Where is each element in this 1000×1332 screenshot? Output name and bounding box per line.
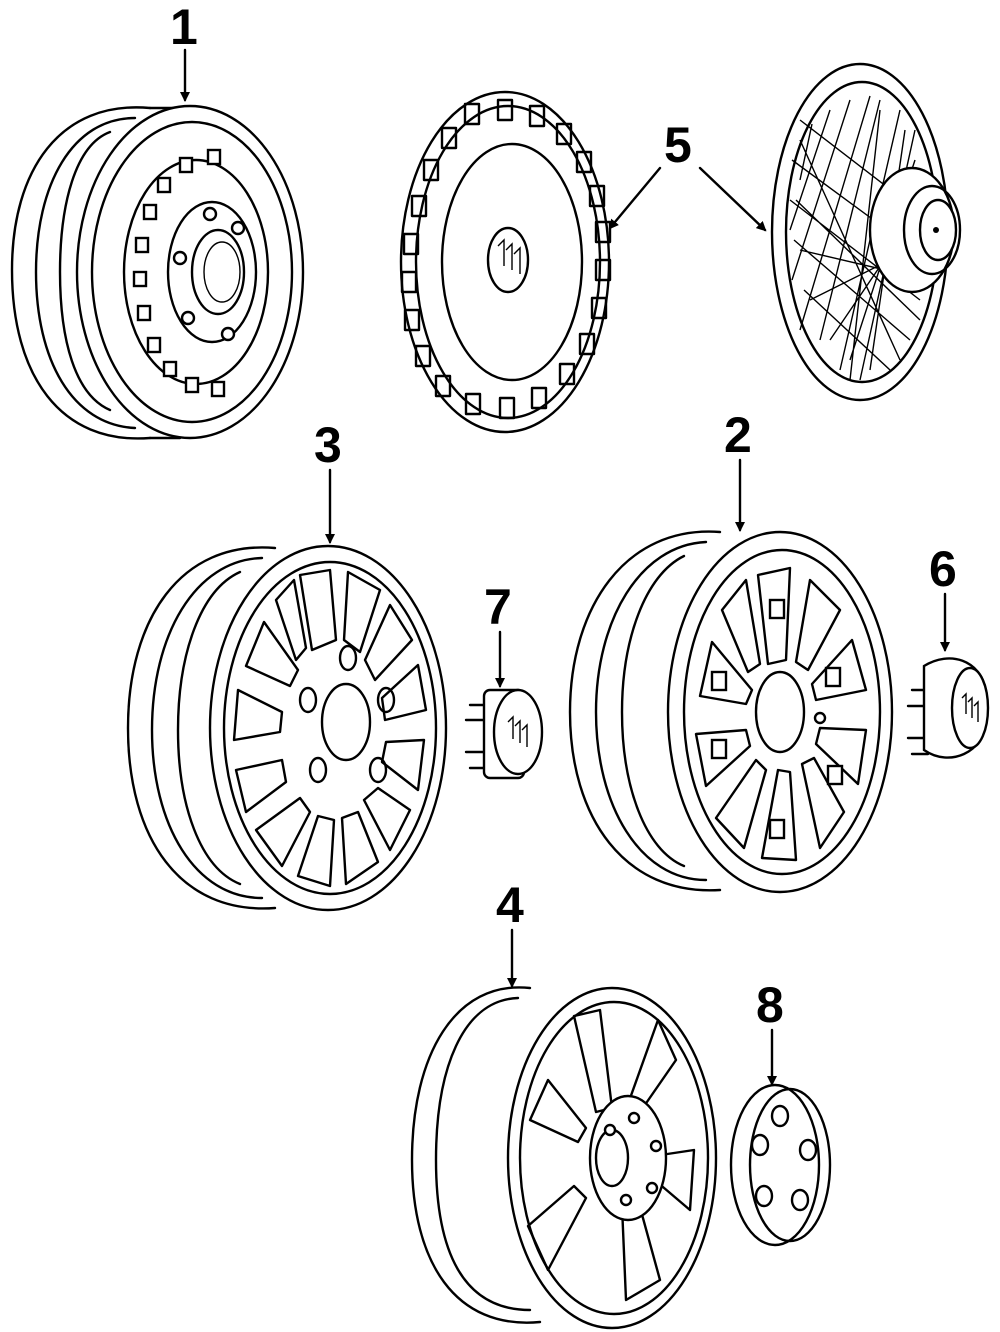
callout-8: 8 bbox=[756, 977, 784, 1033]
lattice-openings bbox=[232, 568, 428, 888]
wheel-cover-wire[interactable] bbox=[770, 62, 962, 402]
callout-2: 2 bbox=[724, 407, 752, 463]
buick-emblem-icon bbox=[497, 238, 521, 274]
buick-emblem-icon bbox=[507, 715, 528, 747]
callout-1: 1 bbox=[170, 0, 198, 55]
aluminum-wheel-spoked[interactable] bbox=[568, 530, 894, 894]
spoke-openings bbox=[694, 566, 868, 862]
steel-wheel-vents bbox=[132, 148, 226, 398]
wheel-cover-slotted[interactable] bbox=[399, 90, 612, 434]
wheel-cover-slots bbox=[400, 98, 612, 420]
aluminum-wheel-five-spoke[interactable] bbox=[410, 986, 718, 1330]
center-cap-lattice[interactable] bbox=[464, 688, 544, 780]
callout-leaders bbox=[180, 48, 950, 1086]
aluminum-wheel-lattice[interactable] bbox=[126, 544, 448, 912]
callout-3: 3 bbox=[314, 417, 342, 473]
callout-6: 6 bbox=[929, 541, 957, 597]
center-cap-spoked[interactable] bbox=[906, 657, 990, 759]
center-cap-five-spoke[interactable] bbox=[729, 1083, 832, 1247]
callout-4: 4 bbox=[496, 877, 524, 933]
callout-7: 7 bbox=[484, 579, 512, 635]
callout-5: 5 bbox=[664, 117, 692, 173]
steel-wheel[interactable] bbox=[10, 104, 305, 440]
buick-emblem-icon bbox=[961, 692, 979, 722]
